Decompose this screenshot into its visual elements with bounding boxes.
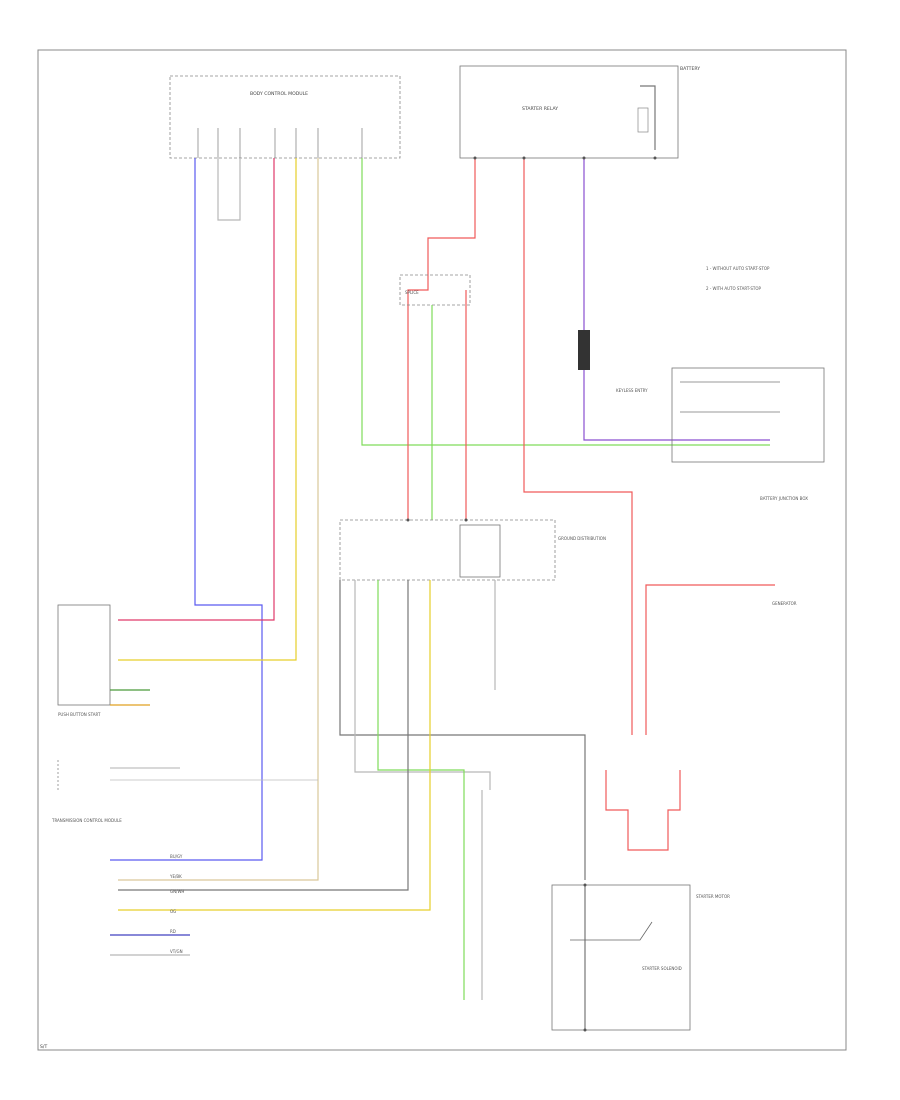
note-2: 2 - WITH AUTO START-STOP	[706, 286, 761, 291]
pin-label-6: VT/GN	[170, 949, 183, 954]
wire-purple	[583, 158, 770, 441]
connector-dots	[406, 156, 657, 1032]
wire-pink	[118, 158, 275, 621]
junction-box-label: BATTERY JUNCTION BOX	[760, 496, 808, 501]
fusible-link	[578, 330, 590, 370]
starter-relay-label: STARTER RELAY	[522, 106, 558, 112]
diagram-frame	[37, 49, 847, 1051]
pin-label-5: RD	[170, 929, 176, 934]
pin-label-2: YE/BK	[169, 874, 182, 879]
lower-left-connectors: BU/GY YE/BK GN/WH OG RD VT/GN	[110, 854, 190, 956]
starter-motor-label: STARTER MOTOR	[696, 894, 730, 899]
push-button-label: PUSH BUTTON START	[58, 712, 101, 717]
battery-label: BATTERY	[680, 66, 700, 72]
wire-red-generator-2	[645, 584, 775, 735]
splice-box	[399, 274, 471, 306]
wire-blue	[110, 158, 263, 861]
note-1: 1 - WITHOUT AUTO START-STOP	[706, 266, 770, 271]
bcm-label: BODY CONTROL MODULE	[250, 91, 308, 97]
transmission-label: TRANSMISSION CONTROL MODULE	[51, 818, 122, 823]
wire-tan	[118, 158, 319, 881]
pin-label-4: OG	[170, 909, 176, 914]
starter-motor: STARTER MOTOR STARTER SOLENOID	[551, 884, 730, 1031]
wire-red-main	[407, 158, 476, 520]
keyless-label: KEYLESS ENTRY	[616, 388, 648, 393]
wire-gray-short	[217, 158, 241, 221]
central-relay-box: GROUND DISTRIBUTION	[339, 519, 606, 581]
starter-solenoid-label: STARTER SOLENOID	[642, 966, 682, 971]
wire-green	[361, 158, 770, 446]
wire-red-generator	[523, 158, 633, 735]
pin-label-3: GN/WH	[170, 889, 184, 894]
corner-label: S/T	[40, 1044, 47, 1050]
splice-label: SPLICE	[405, 290, 419, 295]
body-control-module: BODY CONTROL MODULE	[169, 75, 401, 159]
pin-label-1: BU/GY	[170, 854, 183, 859]
wire-yellow	[118, 158, 297, 661]
battery-junction-box-top: STARTER RELAY BATTERY	[459, 65, 700, 159]
ground-note: GROUND DISTRIBUTION	[558, 536, 606, 541]
keyless-entry-box: KEYLESS ENTRY BATTERY JUNCTION BOX	[616, 367, 825, 501]
bcm-pins	[197, 128, 363, 158]
transmission-module: TRANSMISSION CONTROL MODULE	[51, 760, 318, 823]
push-button-start: PUSH BUTTON START	[57, 604, 150, 717]
generator-label: GENERATOR	[772, 601, 797, 606]
